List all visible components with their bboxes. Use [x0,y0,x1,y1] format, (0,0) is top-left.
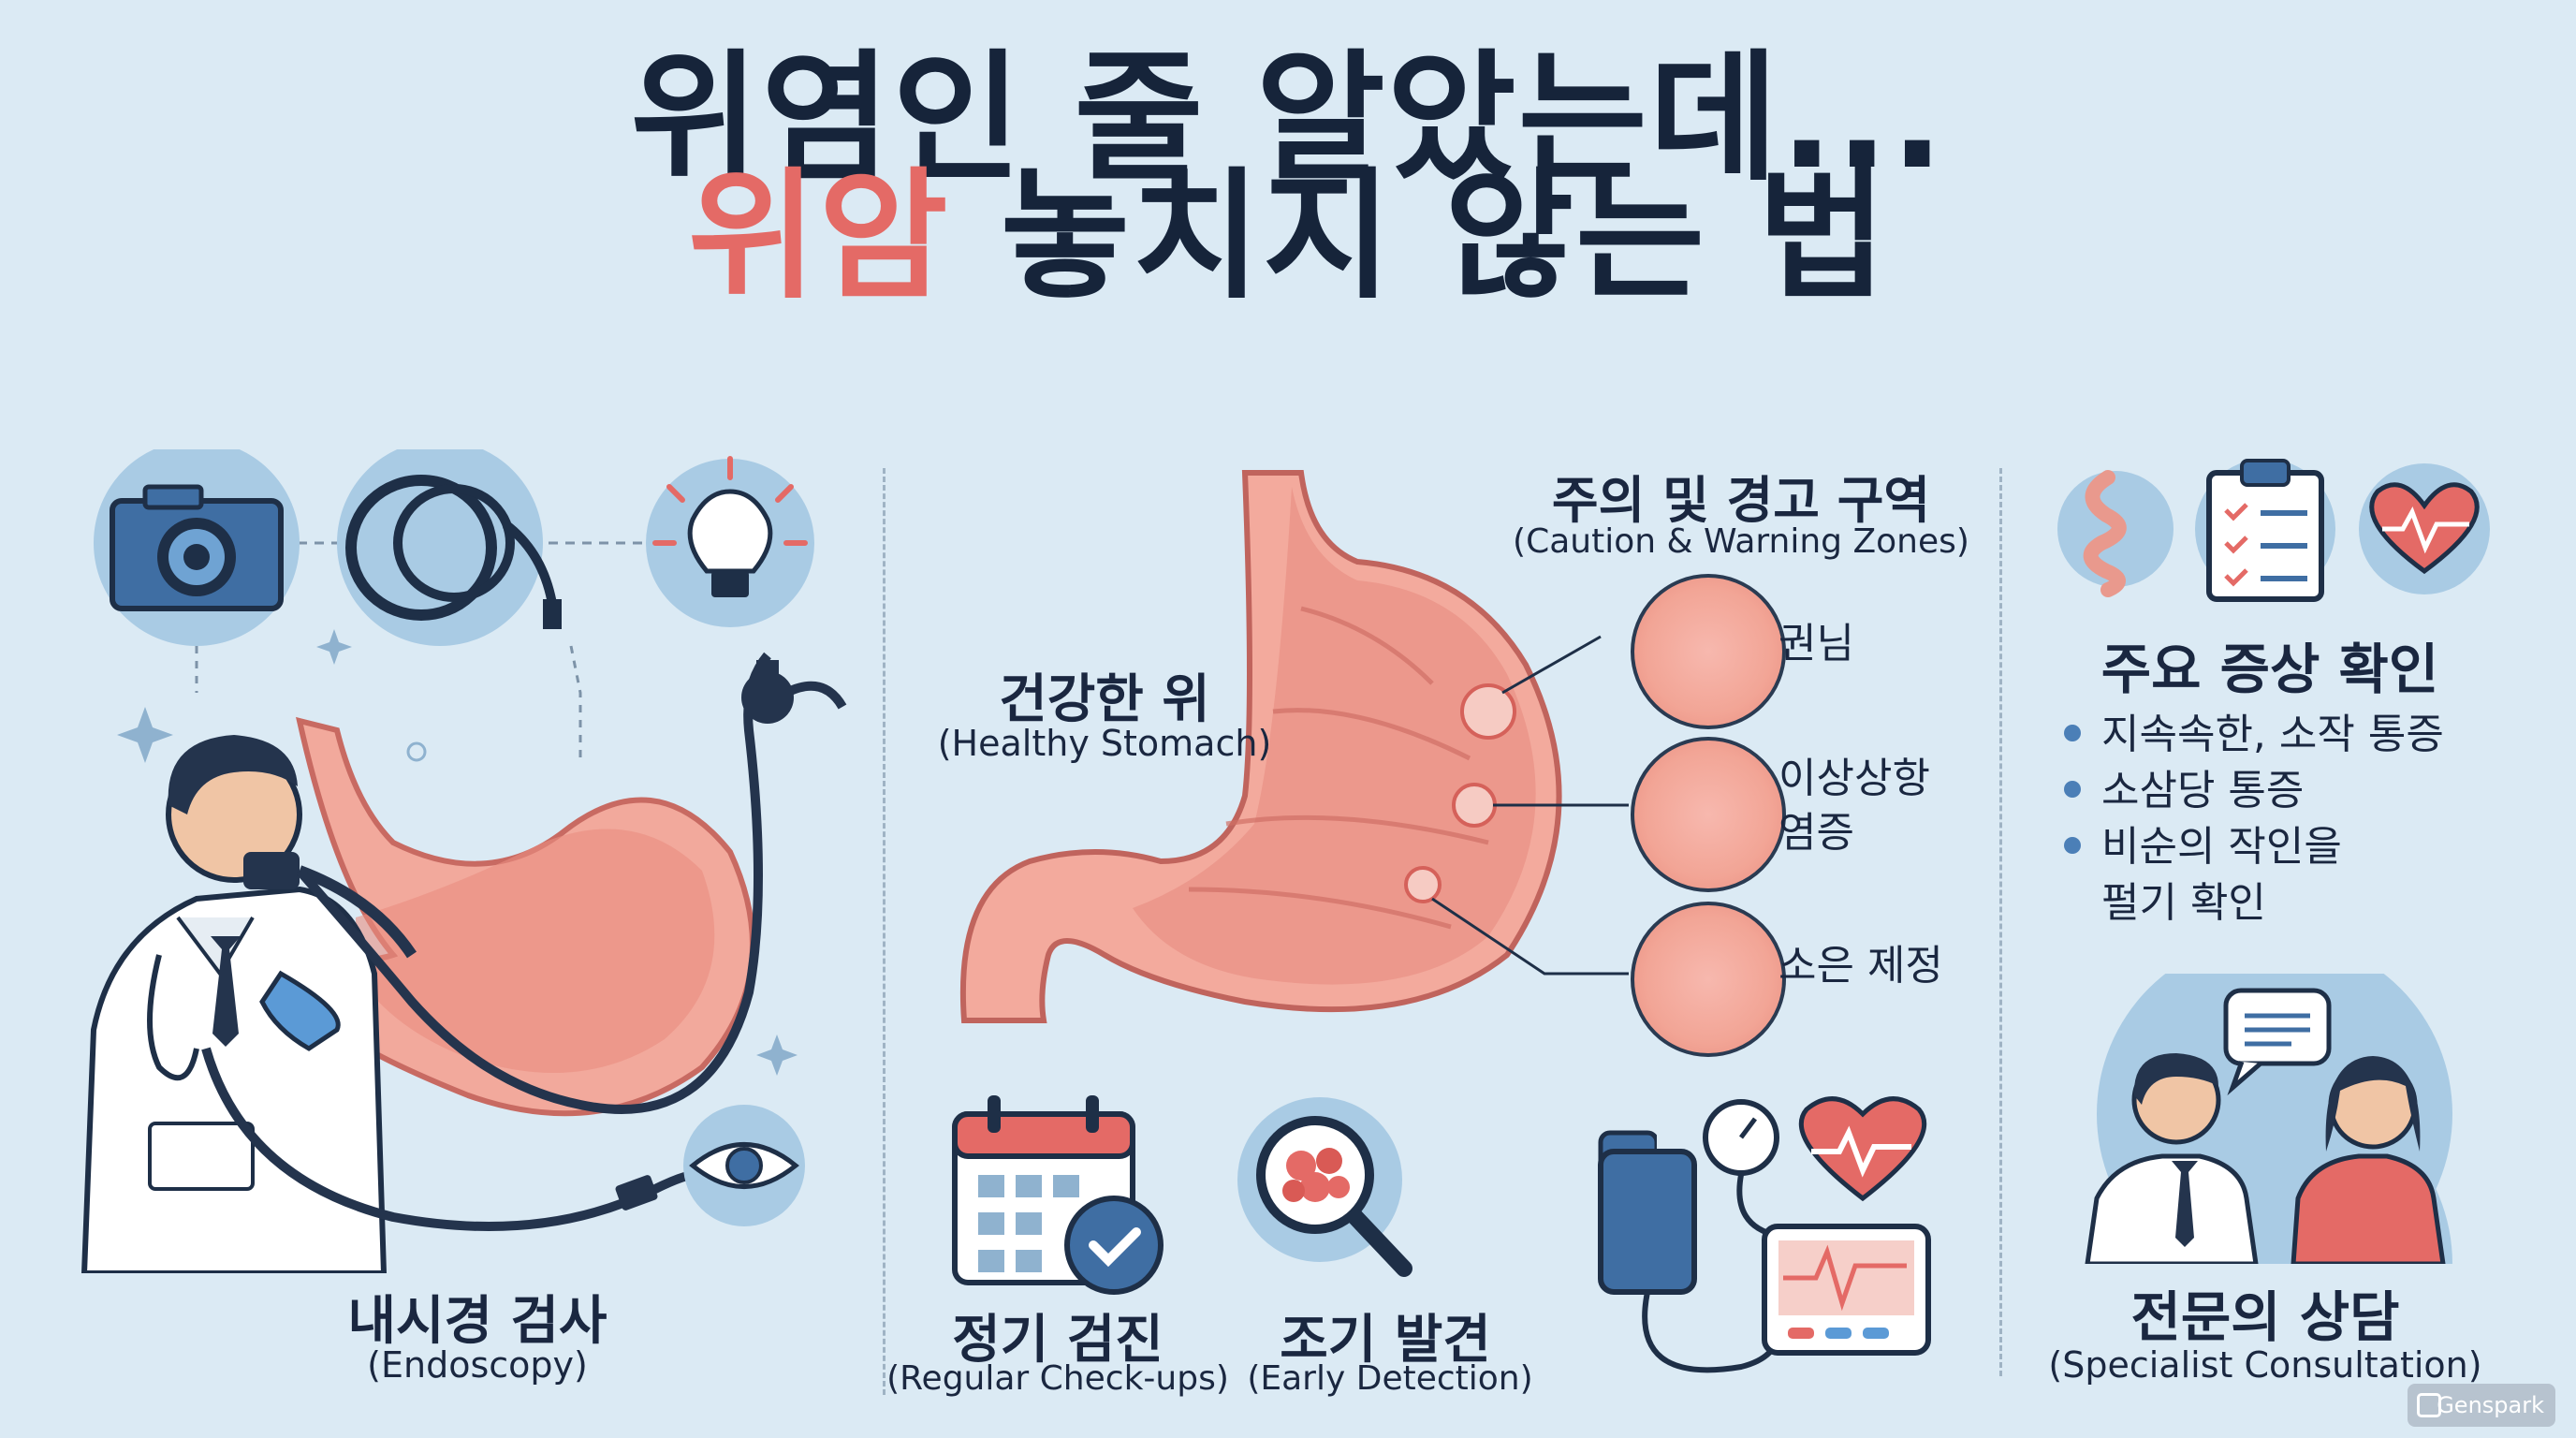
endoscopy-illustration [80,449,847,1273]
symptom-text-2: 소삼당 통증 [2101,767,2305,814]
stomach-illustration [959,470,1629,1023]
regular-checkup-label: 정기 검진 [952,1310,1164,1371]
endoscopy-label: 내시경 검사 [347,1291,607,1352]
bullet-icon [2064,781,2081,798]
lightbulb-icon [646,456,814,627]
regular-checkup-label-en: (Regular Check-ups) [886,1359,1229,1398]
healthy-stomach-label: 건강한 위 [999,669,1210,730]
monitor-illustration [1598,1096,1931,1373]
genspark-logo-text: Genspark [2437,1392,2544,1418]
zone-label-2: 이상상항 염증 [1778,755,1930,857]
early-detection-label: 조기 발견 [1280,1310,1491,1371]
consultation-illustration [2085,974,2452,1264]
specialist-label-en: (Specialist Consultation) [2048,1344,2482,1386]
camera-icon [94,449,300,646]
title-highlight: 위암 [687,155,950,318]
zone-circle-3 [1631,902,1786,1057]
zone-circle-1 [1631,574,1786,729]
clipboard-icon [2195,459,2335,602]
genspark-logo: Genspark [2408,1384,2555,1427]
early-detection-label-en: (Early Detection) [1247,1359,1533,1398]
cuff-icon [1598,1149,1697,1295]
zone-circle-2 [1631,737,1786,892]
doctor-avatar-icon [2085,1053,2259,1264]
endoscope-head-icon [741,660,847,724]
symptoms-title: 주요 증상 확인 [2100,638,2439,701]
heart-icon [1798,1096,1927,1202]
bullet-icon [2064,725,2081,741]
symptom-item-1: 지속속한, 소작 통증 [2064,707,2444,763]
heartbeat-icon [2359,463,2490,594]
zones-title: 주의 및 경고 구역 [1551,471,1931,530]
zone-label-3: 소은 제정 [1778,942,1943,990]
symptom-text-3: 비순의 작인을 펄기 확인 [2101,823,2342,927]
page-title-line2: 위암 놓치지 않는 법 [0,167,2576,307]
calendar-icon [952,1095,1164,1295]
symptom-text-1: 지속속한, 소작 통증 [2101,711,2444,758]
specialist-label: 전문의 상담 [2130,1285,2400,1349]
zones-title-en: (Caution & Warning Zones) [1513,522,1969,561]
genspark-logo-icon [2417,1393,2441,1417]
page-title-line1: 위염인 줄 알았는데... [630,37,1946,200]
magnifier-icon [1237,1097,1412,1277]
intestine-icon [2057,470,2174,597]
speech-bubble-icon [2223,988,2332,1096]
endoscopy-label-en: (Endoscopy) [367,1344,588,1386]
endoscope-cable-icon [337,449,562,646]
patient-avatar-icon [2291,1056,2446,1264]
bullet-icon [2064,837,2081,854]
healthy-stomach-label-en: (Healthy Stomach) [937,723,1272,764]
eye-icon [683,1105,805,1226]
title-rest: 놓치지 않는 법 [949,155,1889,318]
doctor-icon [80,735,417,1273]
symptom-icons [2057,459,2490,602]
symptom-item-2: 소삼당 통증 [2064,763,2304,819]
divider-left [883,468,886,1395]
divider-right [1999,468,2002,1376]
zone-label-1: 권님 [1778,620,1854,668]
symptom-item-3: 비순의 작인을 펄기 확인 [2064,819,2342,932]
